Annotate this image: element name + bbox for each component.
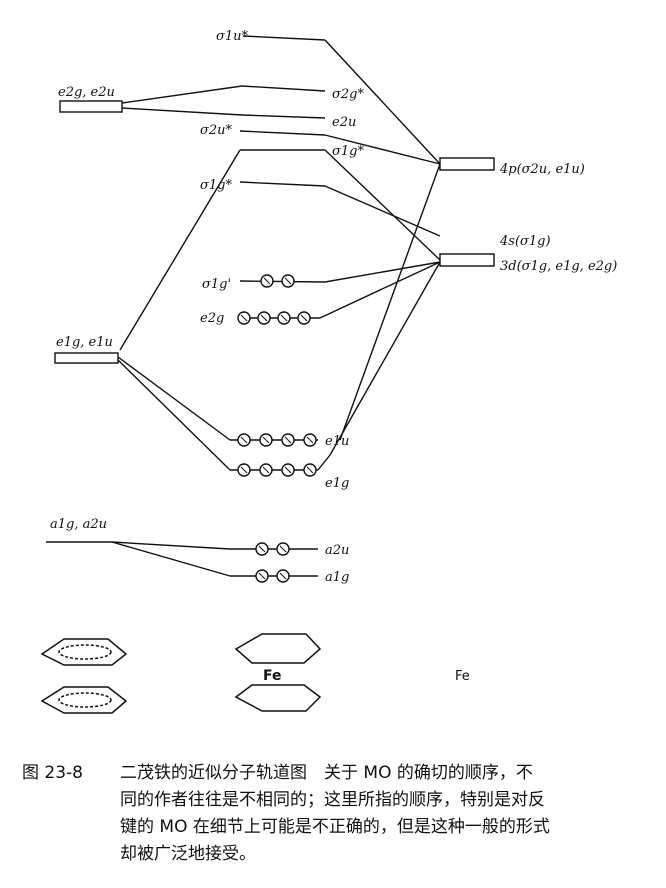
cp-ring-icon xyxy=(40,638,128,666)
label-e2g: e2g xyxy=(200,311,224,326)
caption-line-3: 键的 MO 在细节上可能是不正确的，但是这种一般的形式 xyxy=(120,817,550,837)
label-e1u: e1u xyxy=(325,434,349,449)
cp-ring-icons xyxy=(40,633,322,714)
label-a2u: a2u xyxy=(325,543,349,558)
figure-caption: 图 23-8 二茂铁的近似分子轨道图 关于 MO 的确切的顺序，不 同的作者往往是… xyxy=(22,760,642,868)
label-s1g-star-upper: σ1g* xyxy=(332,144,364,159)
label-a1g-a2u-left: a1g, a2u xyxy=(50,517,107,532)
label-s1g-star: σ1g* xyxy=(200,178,232,193)
connector xyxy=(324,185,441,237)
connector xyxy=(324,39,441,165)
label-s1g-prime: σ1g' xyxy=(202,277,231,292)
connector xyxy=(111,541,231,577)
connector xyxy=(339,163,441,441)
connector xyxy=(121,85,243,104)
level-e2u xyxy=(241,114,326,119)
connector xyxy=(324,149,441,261)
level-s1u-star xyxy=(242,35,326,41)
electron-arrows xyxy=(240,277,314,580)
fe-right-label: Fe xyxy=(455,669,470,684)
connector xyxy=(324,134,441,165)
label-e2g-e2u-left: e2g, e2u xyxy=(58,85,115,100)
e2g-e2u-box xyxy=(59,100,123,113)
cp-ring-icon xyxy=(40,686,128,714)
4p-box xyxy=(439,157,495,171)
cp-ring-icon xyxy=(234,633,322,664)
connector xyxy=(117,359,231,471)
3d-box xyxy=(439,253,495,267)
level-s2u-star xyxy=(239,130,326,136)
label-4s: 4s(σ1g) xyxy=(499,234,551,249)
pi-cloud-icon xyxy=(58,644,112,660)
connector xyxy=(329,261,441,456)
pi-cloud-icon xyxy=(58,692,112,708)
cp-ring-icon xyxy=(234,684,322,712)
fe-center-label: Fe xyxy=(263,668,282,684)
electron-pairs xyxy=(237,274,317,583)
level-s1g-star xyxy=(239,181,326,187)
caption-line-1: 二茂铁的近似分子轨道图 关于 MO 的确切的顺序，不 xyxy=(120,763,533,783)
connector-lines xyxy=(46,35,441,577)
label-s2g-star: σ2g* xyxy=(332,87,364,102)
label-e2u: e2u xyxy=(332,115,356,130)
label-4p: 4p(σ2u, e1u) xyxy=(499,162,585,177)
figure-number: 图 23-8 xyxy=(22,763,83,783)
label-s2u-star: σ2u* xyxy=(200,123,233,138)
level-s2g-star xyxy=(241,85,326,92)
connector xyxy=(317,454,331,471)
label-3d: 3d(σ1g, e1g, e2g) xyxy=(500,259,617,274)
label-a1g: a1g xyxy=(325,570,349,585)
connector xyxy=(324,261,441,283)
connector xyxy=(111,541,231,550)
caption-line-2: 同的作者往往是不相同的；这里所指的顺序，特别是对反 xyxy=(120,790,545,810)
label-e1g: e1g xyxy=(325,476,349,491)
connector xyxy=(119,149,241,351)
connector xyxy=(121,107,243,116)
connector xyxy=(319,261,441,319)
caption-line-4: 却被广泛地接受。 xyxy=(120,844,256,864)
e1g-e1u-box xyxy=(54,352,119,364)
label-e1g-e1u-left: e1g, e1u xyxy=(56,335,113,350)
label-s1u-star: σ1u* xyxy=(216,29,249,44)
connector xyxy=(117,356,231,441)
